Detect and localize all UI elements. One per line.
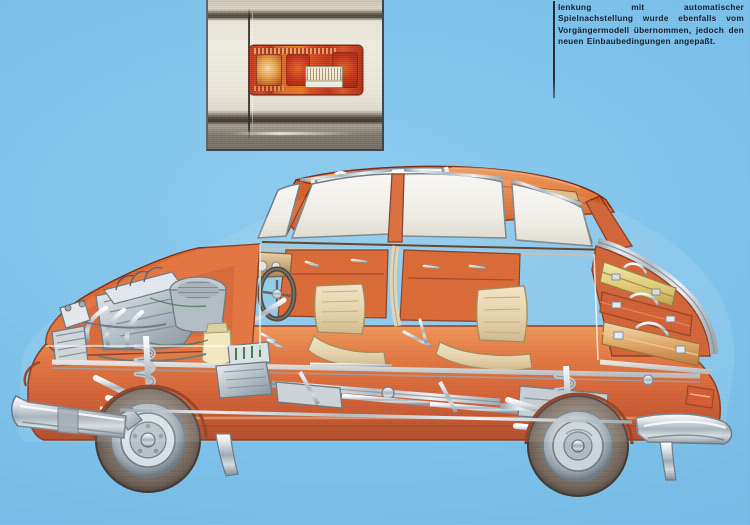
- wheel-studs: [132, 423, 164, 454]
- brake-fluid-reservoir: [201, 322, 233, 366]
- seat-rail: [309, 362, 393, 368]
- suitcase-handle-middle: [629, 292, 660, 306]
- suitcase-middle: [599, 291, 693, 337]
- photo-panel-seam: [248, 8, 250, 140]
- front-wheel: [95, 387, 201, 493]
- windshield: [256, 183, 301, 239]
- cutaway-edges: [46, 244, 599, 361]
- gearbox: [215, 361, 273, 399]
- fuel-filler-cap: [642, 374, 654, 386]
- photo-indicator-lens: [256, 54, 282, 86]
- rear-tail-light-photo: [206, 0, 384, 151]
- luggage-compartment: [591, 238, 718, 375]
- rear-light-cluster: [685, 385, 715, 409]
- engine-bay: [45, 243, 271, 367]
- front-lower-tip: [215, 433, 239, 477]
- caption-rule: [553, 1, 555, 98]
- photo-scan-noise: [208, 0, 382, 149]
- gear-lever: [402, 318, 432, 348]
- suitcase-lower: [601, 321, 701, 367]
- front-seat: [307, 283, 393, 368]
- caption-text: lenkung mit automatischer Spielnachstell…: [558, 2, 744, 47]
- suitcase-handle-lower: [635, 321, 670, 337]
- front-overrider: [57, 407, 79, 435]
- photo-specular-highlight: [228, 132, 358, 135]
- rear-seat: [435, 285, 533, 371]
- cross-members: [298, 371, 458, 413]
- side-chrome-strip: [119, 408, 633, 424]
- rear-seat-cushion: [435, 341, 533, 371]
- pedals: [260, 332, 284, 350]
- battery: [59, 299, 91, 329]
- photo-reverse-light: [305, 66, 343, 88]
- front-suspension-assembly: [92, 335, 208, 493]
- bumpers-and-trim: [10, 360, 733, 481]
- suitcase-upper: [599, 261, 677, 307]
- side-windows: [256, 168, 593, 247]
- boot-floor: [599, 359, 713, 375]
- car-cutaway-illustration: [0, 150, 750, 525]
- suitcase-handle-upper: [622, 262, 648, 275]
- floor-pan: [51, 359, 701, 379]
- door-hardware: [304, 258, 486, 270]
- exhaust-tailpipe: [659, 441, 677, 481]
- exhaust-silencer: [275, 381, 521, 415]
